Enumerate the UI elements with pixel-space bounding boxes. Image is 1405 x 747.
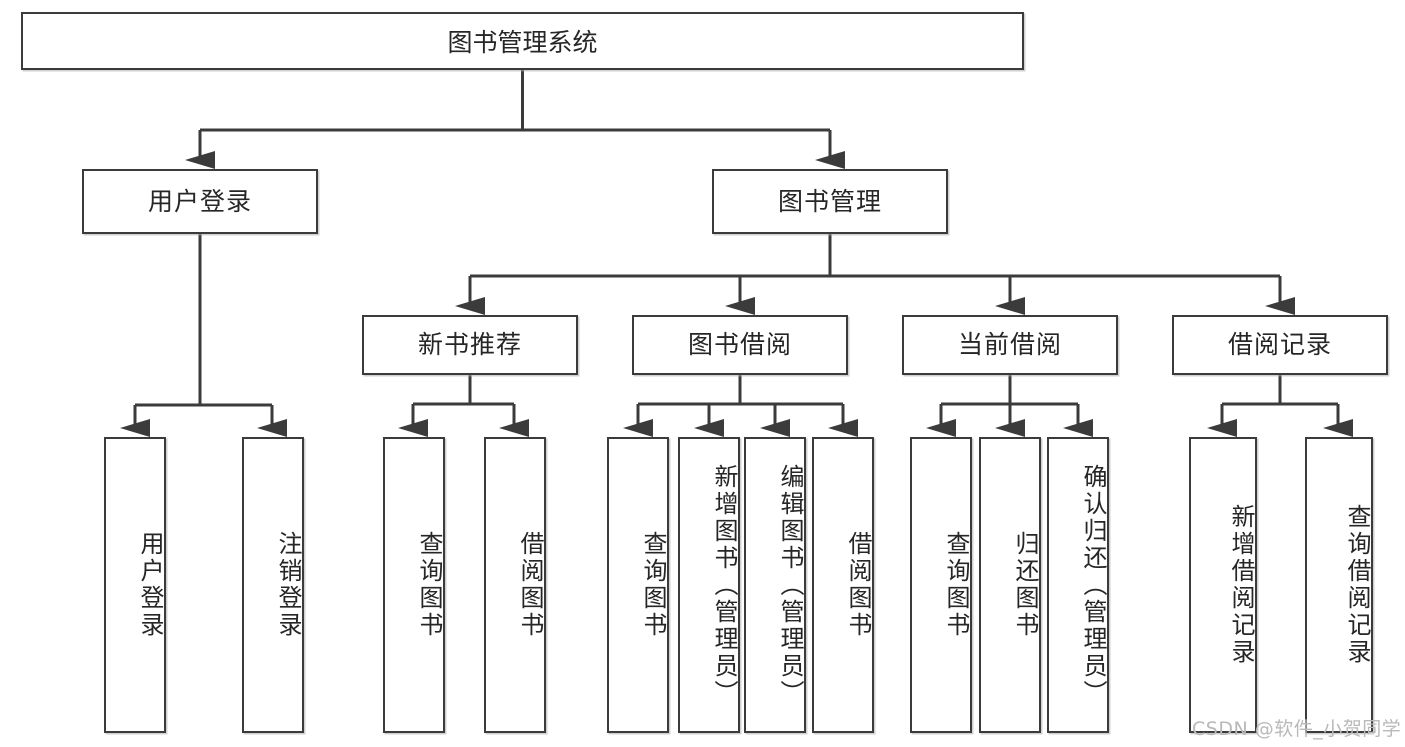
node-label: 图书借阅: [687, 330, 792, 360]
node-label: 借阅记录: [1227, 330, 1332, 360]
node-leaf-add-book-admin[interactable]: 新增图书（管理员）: [678, 437, 740, 733]
node-label: 查询图书: [639, 531, 667, 639]
node-label: 图书管理: [777, 186, 882, 216]
node-leaf-borrow-book-recommend[interactable]: 借阅图书: [484, 437, 546, 733]
node-label: 新增图书（管理员）: [710, 463, 738, 707]
node-label: 注销登录: [274, 531, 302, 639]
node-leaf-borrow-book[interactable]: 借阅图书: [812, 437, 874, 733]
node-label: 当前借阅: [957, 330, 1062, 360]
node-label: 借阅图书: [844, 531, 872, 639]
node-label: 查询图书: [942, 531, 970, 639]
node-leaf-add-borrow-record[interactable]: 新增借阅记录: [1189, 437, 1257, 733]
node-user-login[interactable]: 用户登录: [82, 169, 318, 234]
node-leaf-query-book-current[interactable]: 查询图书: [910, 437, 972, 733]
node-leaf-user-login[interactable]: 用户登录: [104, 437, 166, 733]
node-leaf-edit-book-admin[interactable]: 编辑图书（管理员）: [744, 437, 806, 733]
node-leaf-query-book-borrow[interactable]: 查询图书: [607, 437, 669, 733]
node-label: 归还图书: [1011, 531, 1039, 639]
node-label: 用户登录: [136, 531, 164, 639]
node-new-book-recommend[interactable]: 新书推荐: [362, 315, 578, 375]
node-leaf-query-book-recommend[interactable]: 查询图书: [383, 437, 445, 733]
node-leaf-confirm-return-admin[interactable]: 确认归还（管理员）: [1047, 437, 1109, 733]
node-leaf-return-book[interactable]: 归还图书: [979, 437, 1041, 733]
node-root-book-management-system[interactable]: 图书管理系统: [21, 12, 1024, 70]
node-label: 查询借阅记录: [1343, 504, 1371, 666]
node-label: 编辑图书（管理员）: [776, 463, 804, 707]
node-label: 查询图书: [415, 531, 443, 639]
node-borrow-record[interactable]: 借阅记录: [1172, 315, 1388, 375]
node-book-borrow[interactable]: 图书借阅: [632, 315, 848, 375]
node-label: 借阅图书: [516, 531, 544, 639]
node-label: 新增借阅记录: [1227, 504, 1255, 666]
node-book-management[interactable]: 图书管理: [712, 169, 948, 234]
node-label: 图书管理系统: [447, 28, 598, 57]
node-label: 新书推荐: [417, 330, 522, 360]
node-leaf-query-borrow-record[interactable]: 查询借阅记录: [1305, 437, 1373, 733]
node-label: 确认归还（管理员）: [1079, 463, 1107, 707]
csdn-watermark: CSDN @软件_小贺同学: [1192, 718, 1402, 740]
node-current-borrow[interactable]: 当前借阅: [902, 315, 1118, 375]
node-label: 用户登录: [147, 186, 252, 216]
node-leaf-logout[interactable]: 注销登录: [242, 437, 304, 733]
